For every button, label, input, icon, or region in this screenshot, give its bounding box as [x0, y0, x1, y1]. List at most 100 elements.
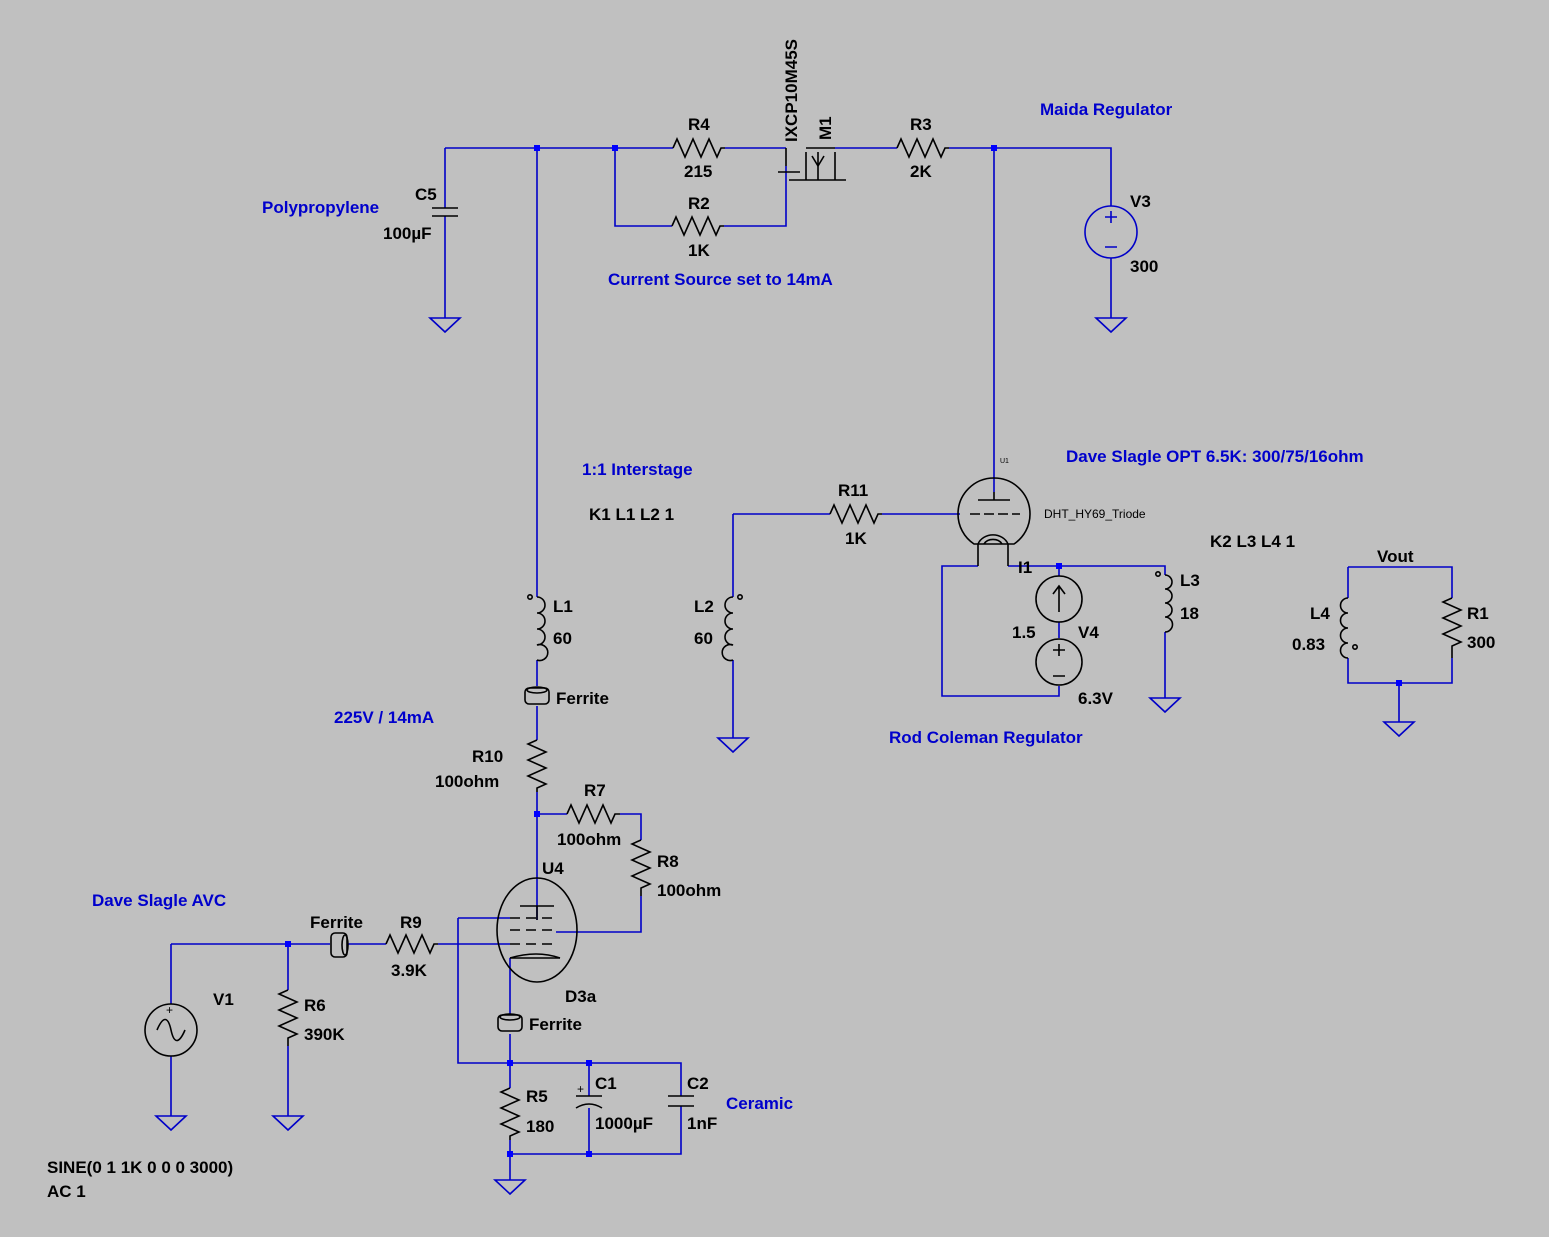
resistor-r5[interactable] [499, 1087, 521, 1140]
note-bias: 225V / 14mA [334, 708, 434, 727]
note-maida-regulator: Maida Regulator [1040, 100, 1173, 119]
ferrite-bead-2[interactable] [330, 932, 349, 958]
l4-name: L4 [1310, 604, 1330, 623]
ferrite3-label: Ferrite [529, 1015, 582, 1034]
ferrite-bead-3[interactable] [497, 1013, 523, 1032]
v3-name: V3 [1130, 192, 1151, 211]
c5-name: C5 [415, 185, 437, 204]
v1-spec-sine: SINE(0 1 1K 0 0 0 3000) [47, 1158, 233, 1177]
r11-value: 1K [845, 529, 867, 548]
note-current-source: Current Source set to 14mA [608, 270, 833, 289]
mosfet-m1[interactable] [778, 147, 846, 181]
note-polypropylene: Polypropylene [262, 198, 379, 217]
l3-value: 18 [1180, 604, 1199, 623]
resistor-r7[interactable] [566, 803, 620, 825]
r9-value: 3.9K [391, 961, 428, 980]
voltage-source-v4[interactable] [1035, 638, 1083, 686]
u1-part: DHT_HY69_Triode [1044, 507, 1146, 521]
capacitor-c2[interactable] [668, 1095, 694, 1107]
r5-name: R5 [526, 1087, 548, 1106]
triode-u1[interactable] [957, 477, 1031, 566]
current-source-i1[interactable] [1035, 575, 1083, 623]
capacitor-c5[interactable] [432, 207, 458, 217]
r8-name: R8 [657, 852, 679, 871]
v1-spec-ac: AC 1 [47, 1182, 86, 1201]
wires [170, 147, 1453, 1180]
r10-value: 100ohm [435, 772, 499, 791]
tube-u4[interactable] [496, 877, 578, 983]
r7-value: 100ohm [557, 830, 621, 849]
r8-value: 100ohm [657, 881, 721, 900]
i1-name: I1 [1018, 558, 1032, 577]
ferrite1-label: Ferrite [556, 689, 609, 708]
l4-value: 0.83 [1292, 635, 1325, 654]
ground-symbols [153, 317, 1417, 1196]
v1-name: V1 [213, 990, 234, 1009]
annotation-notes: Maida Regulator Polypropylene Current So… [92, 100, 1364, 1113]
ferrite-bead-1[interactable] [524, 686, 550, 705]
r6-name: R6 [304, 996, 326, 1015]
resistor-r10[interactable] [526, 739, 548, 792]
resistor-r6[interactable] [277, 989, 299, 1046]
component-labels: R4 215 R2 1K R3 2K IXCP10M45S M1 C5 100µ… [47, 39, 1495, 1201]
ferrite2-label: Ferrite [310, 913, 363, 932]
resistor-r3[interactable] [896, 137, 949, 159]
resistor-r2[interactable] [671, 215, 724, 237]
v3-value: 300 [1130, 257, 1158, 276]
c2-name: C2 [687, 1074, 709, 1093]
v4-name: V4 [1078, 623, 1099, 642]
junctions [285, 145, 1402, 1157]
r10-name: R10 [472, 747, 503, 766]
u4-name: U4 [542, 859, 564, 878]
r2-value: 1K [688, 241, 710, 260]
r11-name: R11 [838, 481, 868, 500]
note-ceramic: Ceramic [726, 1094, 793, 1113]
resistor-r1[interactable] [1441, 597, 1463, 658]
r9-name: R9 [400, 913, 422, 932]
r4-value: 215 [684, 162, 712, 181]
r6-value: 390K [304, 1025, 345, 1044]
r4-name: R4 [688, 115, 710, 134]
inductor-l3[interactable] [1155, 570, 1174, 633]
resistor-r9[interactable] [385, 933, 438, 955]
note-opt: Dave Slagle OPT 6.5K: 300/75/16ohm [1066, 447, 1364, 466]
c1-name: C1 [595, 1074, 617, 1093]
v4-value: 6.3V [1078, 689, 1114, 708]
resistor-r11[interactable] [829, 503, 882, 525]
l1-value: 60 [553, 629, 572, 648]
l2-value: 60 [694, 629, 713, 648]
k2-directive: K2 L3 L4 1 [1210, 532, 1295, 551]
r7-name: R7 [584, 781, 606, 800]
vout-label: Vout [1377, 547, 1414, 566]
note-avc: Dave Slagle AVC [92, 891, 226, 910]
note-rod-coleman: Rod Coleman Regulator [889, 728, 1083, 747]
resistor-r8[interactable] [630, 839, 652, 896]
m1-name: M1 [816, 116, 835, 140]
k1-directive: K1 L1 L2 1 [589, 505, 674, 524]
r3-value: 2K [910, 162, 932, 181]
svg-text:+: + [577, 1082, 584, 1096]
voltage-source-v3[interactable] [1084, 205, 1138, 259]
capacitor-c1[interactable]: + [575, 1082, 603, 1109]
r2-name: R2 [688, 194, 710, 213]
l2-name: L2 [694, 597, 714, 616]
r5-value: 180 [526, 1117, 554, 1136]
m1-part: IXCP10M45S [782, 39, 801, 142]
r1-name: R1 [1467, 604, 1489, 623]
resistor-r4[interactable] [672, 137, 725, 159]
c2-value: 1nF [687, 1114, 717, 1133]
u1-name: U1 [1000, 458, 1009, 465]
l3-name: L3 [1180, 571, 1200, 590]
l1-name: L1 [553, 597, 573, 616]
inductor-l4[interactable] [1339, 597, 1359, 659]
note-interstage: 1:1 Interstage [582, 460, 693, 479]
ac-source-v1[interactable]: + [144, 1003, 198, 1057]
r3-name: R3 [910, 115, 932, 134]
r1-value: 300 [1467, 633, 1495, 652]
i1-value: 1.5 [1012, 623, 1036, 642]
inductor-l1[interactable] [526, 593, 549, 662]
c1-value: 1000µF [595, 1114, 653, 1133]
u4-part: D3a [565, 987, 597, 1006]
inductor-l2[interactable] [721, 593, 743, 662]
